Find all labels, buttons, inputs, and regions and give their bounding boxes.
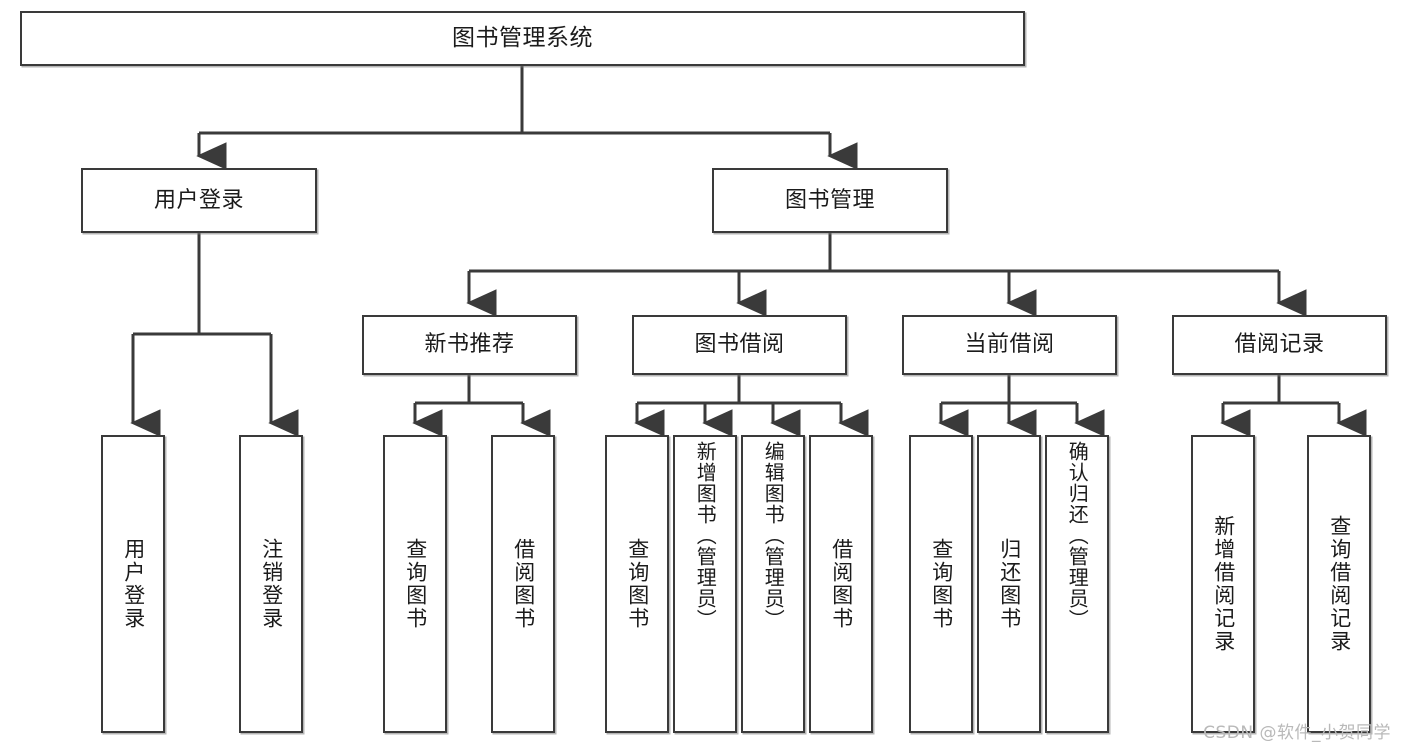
leaf-record-add-borrow-record-label: 新增借阅记录: [1211, 515, 1236, 653]
leaf-borrow-add-book-admin-label: 新增图书（管理员）: [693, 441, 718, 630]
leaf-user-login-label: 用户登录: [121, 538, 146, 630]
leaf-borrow-add-book-admin[interactable]: 新增图书（管理员）: [673, 435, 737, 733]
node-book-borrow-label: 图书借阅: [694, 332, 785, 358]
node-new-book-recommend[interactable]: 新书推荐: [362, 315, 577, 375]
leaf-current-confirm-return-admin[interactable]: 确认归还（管理员）: [1045, 435, 1109, 733]
leaf-recommend-query-book-label: 查询图书: [403, 538, 428, 630]
leaf-borrow-edit-book-admin-label: 编辑图书（管理员）: [761, 441, 786, 630]
node-current-borrow-label: 当前借阅: [964, 332, 1055, 358]
leaf-recommend-query-book[interactable]: 查询图书: [383, 435, 447, 733]
node-current-borrow[interactable]: 当前借阅: [902, 315, 1117, 375]
node-user-login-label: 用户登录: [153, 187, 244, 213]
leaf-record-query-borrow-record[interactable]: 查询借阅记录: [1307, 435, 1371, 733]
node-book-management[interactable]: 图书管理: [712, 168, 948, 233]
leaf-recommend-borrow-book[interactable]: 借阅图书: [491, 435, 555, 733]
leaf-logout-label: 注销登录: [259, 538, 284, 630]
leaf-record-query-borrow-record-label: 查询借阅记录: [1327, 515, 1352, 653]
leaf-borrow-borrow-book-label: 借阅图书: [829, 538, 854, 630]
leaf-borrow-query-book[interactable]: 查询图书: [605, 435, 669, 733]
node-root-label: 图书管理系统: [452, 25, 593, 52]
node-book-management-label: 图书管理: [784, 187, 875, 213]
node-book-borrow[interactable]: 图书借阅: [632, 315, 847, 375]
leaf-borrow-query-book-label: 查询图书: [625, 538, 650, 630]
node-borrow-record-label: 借阅记录: [1234, 332, 1325, 358]
node-root-book-management-system[interactable]: 图书管理系统: [20, 11, 1025, 66]
leaf-borrow-borrow-book[interactable]: 借阅图书: [809, 435, 873, 733]
leaf-record-add-borrow-record[interactable]: 新增借阅记录: [1191, 435, 1255, 733]
leaf-current-query-book-label: 查询图书: [929, 538, 954, 630]
leaf-recommend-borrow-book-label: 借阅图书: [511, 538, 536, 630]
leaf-current-return-book[interactable]: 归还图书: [977, 435, 1041, 733]
node-borrow-record[interactable]: 借阅记录: [1172, 315, 1387, 375]
leaf-current-confirm-return-admin-label: 确认归还（管理员）: [1065, 441, 1090, 630]
leaf-logout[interactable]: 注销登录: [239, 435, 303, 733]
node-new-book-recommend-label: 新书推荐: [424, 332, 515, 358]
leaf-current-query-book[interactable]: 查询图书: [909, 435, 973, 733]
leaf-user-login[interactable]: 用户登录: [101, 435, 165, 733]
leaf-current-return-book-label: 归还图书: [997, 538, 1022, 630]
leaf-borrow-edit-book-admin[interactable]: 编辑图书（管理员）: [741, 435, 805, 733]
node-user-login[interactable]: 用户登录: [81, 168, 317, 233]
csdn-watermark: CSDN @软件_小贺同学: [1203, 723, 1391, 743]
